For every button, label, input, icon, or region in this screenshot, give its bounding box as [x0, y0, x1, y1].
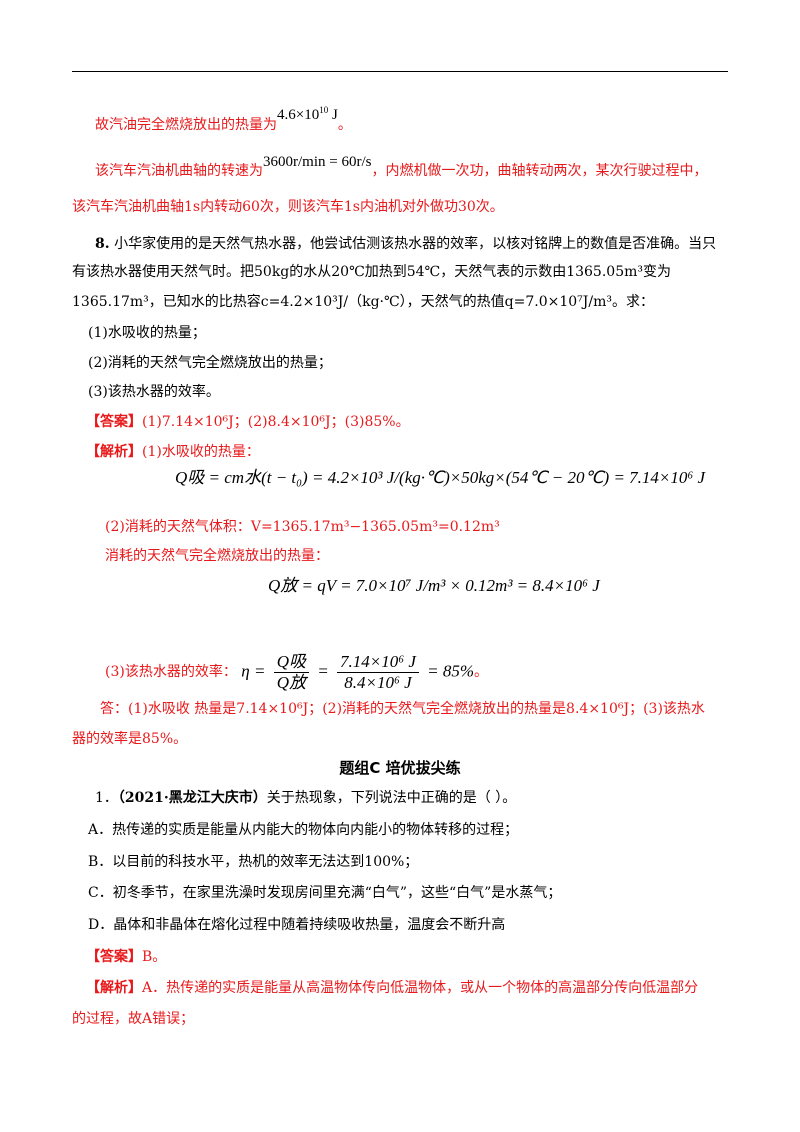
header-rule — [72, 71, 728, 72]
step-2-heat-released: 消耗的天然气完全燃烧放出的热量： — [105, 548, 329, 564]
option-a: A．热传递的实质是能量从内能大的物体向内能小的物体转移的过程； — [88, 822, 519, 838]
math-value: 4.6×10 — [277, 107, 320, 123]
question-number: 1． — [95, 790, 118, 806]
frac-denominator-value: 8.4×10⁶ J — [344, 672, 412, 692]
frac-numerator: Q吸 — [273, 652, 309, 673]
question-8-line-2: 有该热水器使用天然气时。把50kg的水从20℃加热到54℃，天然气表的示数由13… — [72, 264, 671, 280]
step-3-end: 。 — [474, 664, 489, 680]
question-1-answer: 【答案】B。 — [86, 948, 166, 966]
answer-text: 故汽油完全燃烧放出的热量为 — [95, 117, 277, 133]
question-8-analysis: 【解析】(1)水吸收的热量： — [86, 443, 260, 461]
answer-text: 该汽车汽油机曲轴的转速为 — [95, 163, 263, 179]
analysis-label: 【解析】 — [86, 980, 142, 996]
answer-text: (1)7.14×10⁶J；(2)8.4×10⁶J；(3)85%。 — [142, 414, 410, 430]
final-answer-line-2: 器的效率是85%。 — [72, 731, 188, 747]
answer-line-work-count: 该汽车汽油机曲轴1s内转动60次，则该汽车1s内油机对外做功30次。 — [72, 199, 504, 215]
question-source: （2021·黑龙江大庆市） — [117, 790, 267, 806]
analysis-text: A．热传递的实质是能量从高温物体传向低温物体，或从一个物体的高温部分传向低温部分 — [142, 980, 699, 996]
answer-end: 。 — [337, 117, 352, 133]
answer-text-continued: ，内燃机做一次功，曲轴转动两次，某次行驶过程中， — [371, 163, 708, 179]
analysis-label: 【解析】 — [86, 444, 142, 460]
option-c: C．初冬季节，在家里洗澡时发现房间里充满“白气”，这些“白气”是水蒸气； — [88, 885, 562, 901]
answer-line-gasoline-heat: 故汽油完全燃烧放出的热量为4.6×1010 J。 — [95, 105, 352, 134]
frac-numerator-value: 7.14×10⁶ J — [336, 652, 419, 673]
option-b: B．以目前的科技水平，热机的效率无法达到100%； — [88, 854, 419, 870]
step-2-volume: (2)消耗的天然气体积：V=1365.17m³−1365.05m³=0.12m³ — [105, 519, 500, 535]
math-speed: 3600r/min = 60r/s — [263, 154, 372, 170]
option-d: D．晶体和非晶体在熔化过程中随着持续吸收热量，温度会不断升高 — [88, 917, 506, 933]
question-text: 小华家使用的是天然气热水器，他尝试估测该热水器的效率，以核对铭牌上的数值是否准确… — [109, 236, 717, 252]
question-number: 8. — [95, 236, 110, 252]
answer-label: 【答案】 — [86, 949, 142, 965]
analysis-text: (1)水吸收的热量： — [142, 444, 260, 460]
math-unit: J — [328, 107, 338, 123]
final-answer-line-1: 答：(1)水吸收 热量是7.14×10⁶J；(2)消耗的天然气完全燃烧放出的热量… — [100, 701, 705, 717]
step-3-text: (3)该热水器的效率： — [105, 664, 237, 680]
efficiency-result: = 85% — [427, 660, 475, 680]
question-8-line-3: 1365.17m³，已知水的比热容c=4.2×10³J/（kg·℃），天然气的热… — [72, 294, 654, 310]
question-8-line-1: 8. 小华家使用的是天然气热水器，他尝试估测该热水器的效率，以核对铭牌上的数值是… — [95, 235, 716, 253]
question-1-analysis-line-1: 【解析】A．热传递的实质是能量从高温物体传向低温物体，或从一个物体的高温部分传向… — [86, 979, 698, 997]
question-8-sub-3: (3)该热水器的效率。 — [88, 384, 220, 400]
question-1-analysis-line-2: 的过程，故A错误； — [72, 1011, 195, 1027]
answer-text: B。 — [142, 949, 167, 965]
frac-denominator: Q放 — [276, 672, 306, 692]
question-8-sub-1: (1)水吸收的热量； — [88, 325, 206, 341]
question-text: 关于热现象，下列说法中正确的是（ ）。 — [266, 790, 517, 806]
section-title-group-c: 题组C 培优拔尖练 — [339, 759, 461, 777]
answer-line-engine-speed: 该汽车汽油机曲轴的转速为3600r/min = 60r/s，内燃机做一次功，曲轴… — [95, 154, 708, 180]
question-1-stem: 1．（2021·黑龙江大庆市）关于热现象，下列说法中正确的是（ ）。 — [95, 789, 516, 807]
question-8-sub-2: (2)消耗的天然气完全燃烧放出的热量； — [88, 355, 332, 371]
math-exponent: 10 — [319, 105, 329, 115]
answer-label: 【答案】 — [86, 414, 142, 430]
equation-heat-released: Q放 = qV = 7.0×10⁷ J/m³ × 0.12m³ = 8.4×10… — [268, 576, 600, 595]
equation-heat-absorbed: Q吸 = cm水(t − t₀) = 4.2×10³ J/(kg·℃)×50kg… — [175, 468, 706, 487]
question-8-answer: 【答案】(1)7.14×10⁶J；(2)8.4×10⁶J；(3)85%。 — [86, 413, 410, 431]
